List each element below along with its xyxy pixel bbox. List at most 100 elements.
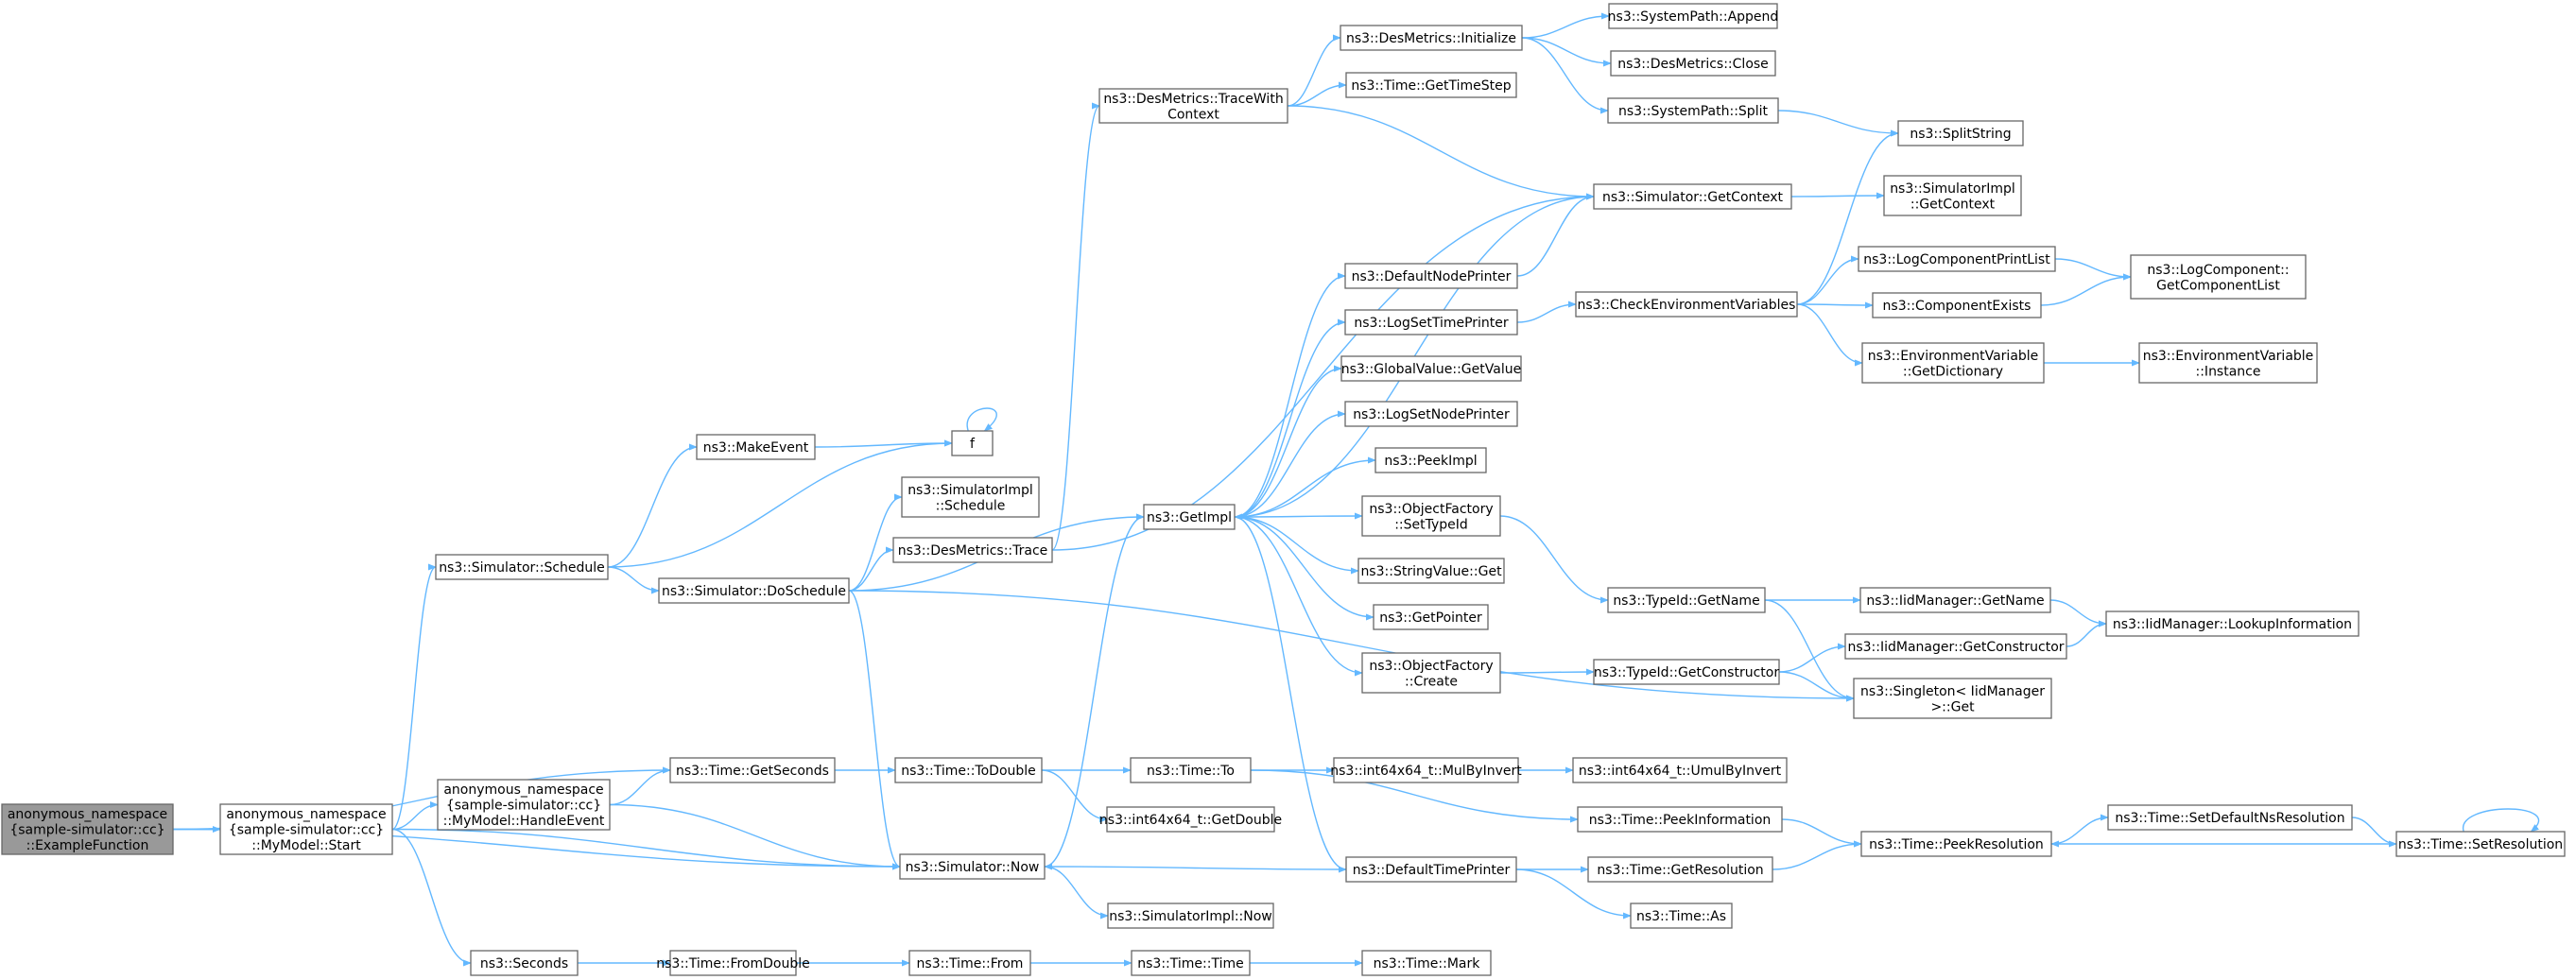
node-label: ns3::Time::ToDouble [901,764,1036,779]
edge-dminit-to-sysappend [1521,12,1610,39]
node-box [1859,587,2051,613]
edge-setres-to-setres [2463,808,2540,833]
node-label: ::Create [1405,674,1458,689]
node-defnode[interactable]: ns3::DefaultNodePrinter [1344,263,1518,289]
node-label: {sample-simulator::cc} [229,823,384,838]
node-seconds[interactable]: ns3::Seconds [470,950,579,976]
node-box [1344,263,1518,289]
node-getimpl[interactable]: ns3::GetImpl [1143,504,1236,530]
edge-start-to-seconds [391,828,472,967]
node-label: ns3::Time::PeekInformation [1589,813,1772,828]
node-deftime[interactable]: ns3::DefaultTimePrinter [1345,856,1517,883]
node-label: ns3::Time::GetResolution [1597,863,1763,878]
node-handle[interactable]: anonymous_namespace{sample-simulator::cc… [437,779,611,831]
node-peekinfo[interactable]: ns3::Time::PeekInformation [1577,806,1783,833]
node-getctx[interactable]: ns3::Simulator::GetContext [1593,183,1792,210]
node-label: ns3::Simulator::GetContext [1602,190,1784,205]
node-box [1130,757,1252,783]
edge-iidctor-to-iidlookup [2066,620,2107,647]
node-start[interactable]: anonymous_namespace{sample-simulator::cc… [219,803,393,855]
node-getptr[interactable]: ns3::GetPointer [1373,604,1489,630]
node-implctx[interactable]: ns3::SimulatorImpl::GetContext [1883,175,2022,216]
node-box [1344,309,1518,335]
node-envdict[interactable]: ns3::EnvironmentVariable::GetDictionary [1861,342,2045,384]
node-logsetnode[interactable]: ns3::LogSetNodePrinter [1344,401,1518,427]
node-timetime[interactable]: ns3::Time::Time [1131,950,1251,976]
node-getsec[interactable]: ns3::Time::GetSeconds [669,757,836,783]
node-tidctor[interactable]: ns3::TypeId::GetConstructor [1593,659,1780,685]
node-checkenv[interactable]: ns3::CheckEnvironmentVariables [1575,291,1798,318]
node-implnow[interactable]: ns3::SimulatorImpl::Now [1107,903,1274,929]
node-peekimpl[interactable]: ns3::PeekImpl [1374,447,1487,473]
node-iidlookup[interactable]: ns3::IidManager::LookupInformation [2105,610,2360,637]
node-label: ::Instance [2196,364,2261,379]
node-label: ::MyModel::HandleEvent [443,814,605,829]
node-umulbyinv[interactable]: ns3::int64x64_t::UmulByInvert [1572,757,1788,783]
node-label: ns3::ObjectFactory [1369,659,1493,674]
node-mulbyinv[interactable]: ns3::int64x64_t::MulByInvert [1330,757,1522,783]
node-makeevent[interactable]: ns3::MakeEvent [696,434,816,460]
node-timeas[interactable]: ns3::Time::As [1630,903,1733,929]
node-label: ns3::LogComponent:: [2147,263,2289,278]
node-strget[interactable]: ns3::StringValue::Get [1357,558,1505,584]
node-fromdouble[interactable]: ns3::Time::FromDouble [656,950,810,976]
node-implsched[interactable]: ns3::SimulatorImpl::Schedule [901,476,1040,518]
node-now[interactable]: ns3::Simulator::Now [899,853,1046,880]
node-timefrom[interactable]: ns3::Time::From [908,950,1031,976]
node-label: ns3::LogComponentPrintList [1863,252,2050,267]
node-dmclose[interactable]: ns3::DesMetrics::Close [1610,50,1776,77]
edges-layer [172,12,2540,967]
node-dminit[interactable]: ns3::DesMetrics::Initialize [1340,25,1523,51]
node-lcgetlist[interactable]: ns3::LogComponent::GetComponentList [2130,254,2307,300]
node-dosched[interactable]: ns3::Simulator::DoSchedule [658,577,850,604]
node-compexists[interactable]: ns3::ComponentExists [1872,292,2042,318]
node-label: ns3::int64x64_t::UmulByInvert [1579,764,1782,779]
node-getdouble[interactable]: ns3::int64x64_t::GetDouble [1099,806,1282,833]
node-sysappend[interactable]: ns3::SystemPath::Append [1608,3,1779,29]
node-box [1374,447,1487,473]
node-timemark[interactable]: ns3::Time::Mark [1361,950,1492,976]
node-label: Context [1167,107,1219,122]
node-label: ns3::StringValue::Get [1360,564,1502,579]
node-box [658,577,850,604]
node-label: ns3::DesMetrics::Initialize [1346,31,1516,46]
node-root[interactable]: anonymous_namespace{sample-simulator::cc… [1,803,174,855]
node-iidctor[interactable]: ns3::IidManager::GetConstructor [1844,633,2067,660]
edge-todouble-to-getdouble [1041,769,1108,823]
node-label: ns3::LogSetTimePrinter [1354,316,1509,331]
node-setres[interactable]: ns3::Time::SetResolution [2395,831,2566,857]
node-label: ns3::DesMetrics::Close [1617,57,1769,72]
node-box [470,950,579,976]
node-box [1345,856,1517,883]
node-lcprint[interactable]: ns3::LogComponentPrintList [1858,246,2056,272]
node-todouble[interactable]: ns3::Time::ToDouble [894,757,1043,783]
node-iidname[interactable]: ns3::IidManager::GetName [1859,587,2051,613]
node-tidname[interactable]: ns3::TypeId::GetName [1607,587,1766,613]
node-label: ns3::ObjectFactory [1369,502,1493,517]
node-timeto[interactable]: ns3::Time::To [1130,757,1252,783]
node-sched[interactable]: ns3::Simulator::Schedule [435,554,609,580]
edge-dminit-to-dmclose [1521,37,1612,67]
node-singleton[interactable]: ns3::Singleton< IidManager >::Get [1853,678,2052,719]
node-label: ns3::Time::PeekResolution [1869,837,2044,852]
node-envinst[interactable]: ns3::EnvironmentVariable::Instance [2138,342,2318,384]
edge-syssplit-to-splitstring [1777,110,1899,137]
node-timestep[interactable]: ns3::Time::GetTimeStep [1345,72,1517,98]
edge-tidctor-to-singleton [1778,671,1855,702]
node-syssplit[interactable]: ns3::SystemPath::Split [1607,97,1779,124]
node-box [219,803,393,855]
node-box [894,757,1043,783]
node-label: ns3::Seconds [480,956,568,971]
node-setdefns[interactable]: ns3::Time::SetDefaultNsResolution [2107,804,2353,831]
node-gvget[interactable]: ns3::GlobalValue::GetValue [1340,355,1522,382]
node-f[interactable]: f [951,430,994,456]
node-dmtrace[interactable]: ns3::DesMetrics::Trace [892,537,1053,563]
node-ofsettype[interactable]: ns3::ObjectFactory::SetTypeId [1361,495,1501,537]
node-splitstring[interactable]: ns3::SplitString [1897,120,2024,146]
node-box [669,757,836,783]
node-peekres[interactable]: ns3::Time::PeekResolution [1860,831,2052,857]
node-getres[interactable]: ns3::Time::GetResolution [1587,856,1773,883]
node-ofcreate[interactable]: ns3::ObjectFactory::Create [1361,652,1501,694]
node-logsettime[interactable]: ns3::LogSetTimePrinter [1344,309,1518,335]
